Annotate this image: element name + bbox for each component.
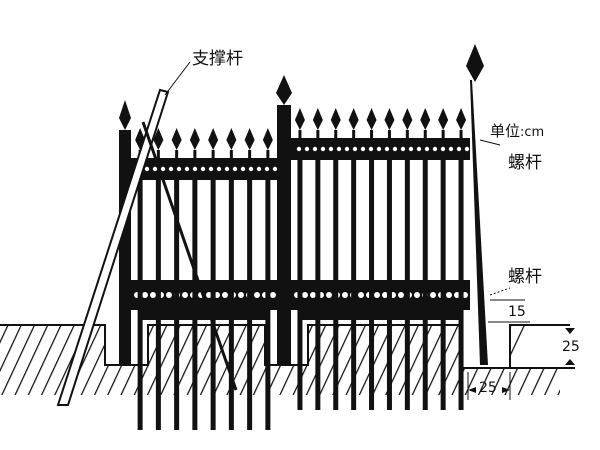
picket <box>247 180 253 430</box>
picket-finial <box>402 108 413 130</box>
picket <box>404 160 410 410</box>
picket-finial <box>294 108 305 130</box>
support-brace <box>56 61 238 406</box>
post-left <box>119 130 131 365</box>
picket <box>386 160 392 410</box>
picket-finial <box>330 108 341 130</box>
picket <box>422 160 428 410</box>
picket-finial <box>366 108 377 130</box>
picket <box>137 180 143 430</box>
picket <box>369 160 375 410</box>
dim-width: 25 <box>479 380 497 396</box>
dimension-lines <box>467 139 575 400</box>
picket <box>155 180 161 430</box>
bolt-label-top: 螺杆 <box>508 153 542 173</box>
unit-value: :cm <box>520 125 545 140</box>
picket-finial <box>456 108 467 130</box>
picket <box>297 160 303 410</box>
picket-finial <box>312 108 323 130</box>
picket-finial <box>153 128 164 150</box>
picket-finial <box>438 108 449 130</box>
picket-finial <box>226 128 237 150</box>
picket <box>458 160 464 410</box>
picket-finial <box>420 108 431 130</box>
unit-label: 单位:cm <box>490 120 544 141</box>
picket <box>228 180 234 430</box>
picket <box>265 180 271 430</box>
fence-panels <box>131 108 476 430</box>
picket <box>440 160 446 410</box>
dim-depth: 25 <box>562 339 580 355</box>
brace-label: 支撑杆 <box>192 49 243 69</box>
picket-finial <box>208 128 219 150</box>
picket-finial <box>189 128 200 150</box>
picket-finial <box>244 128 255 150</box>
picket <box>333 160 339 410</box>
picket <box>210 180 216 430</box>
picket-finial <box>348 108 359 130</box>
picket-finial <box>262 128 273 150</box>
dim-gap: 15 <box>508 304 526 320</box>
unit-text: 单位 <box>490 122 521 140</box>
post-right <box>470 80 488 365</box>
picket-finial <box>171 128 182 150</box>
bolt-label-bottom: 螺杆 <box>508 267 542 287</box>
picket <box>315 160 321 410</box>
picket <box>351 160 357 410</box>
picket <box>174 180 180 430</box>
picket-finial <box>384 108 395 130</box>
picket <box>192 180 198 430</box>
post-middle <box>277 105 291 365</box>
